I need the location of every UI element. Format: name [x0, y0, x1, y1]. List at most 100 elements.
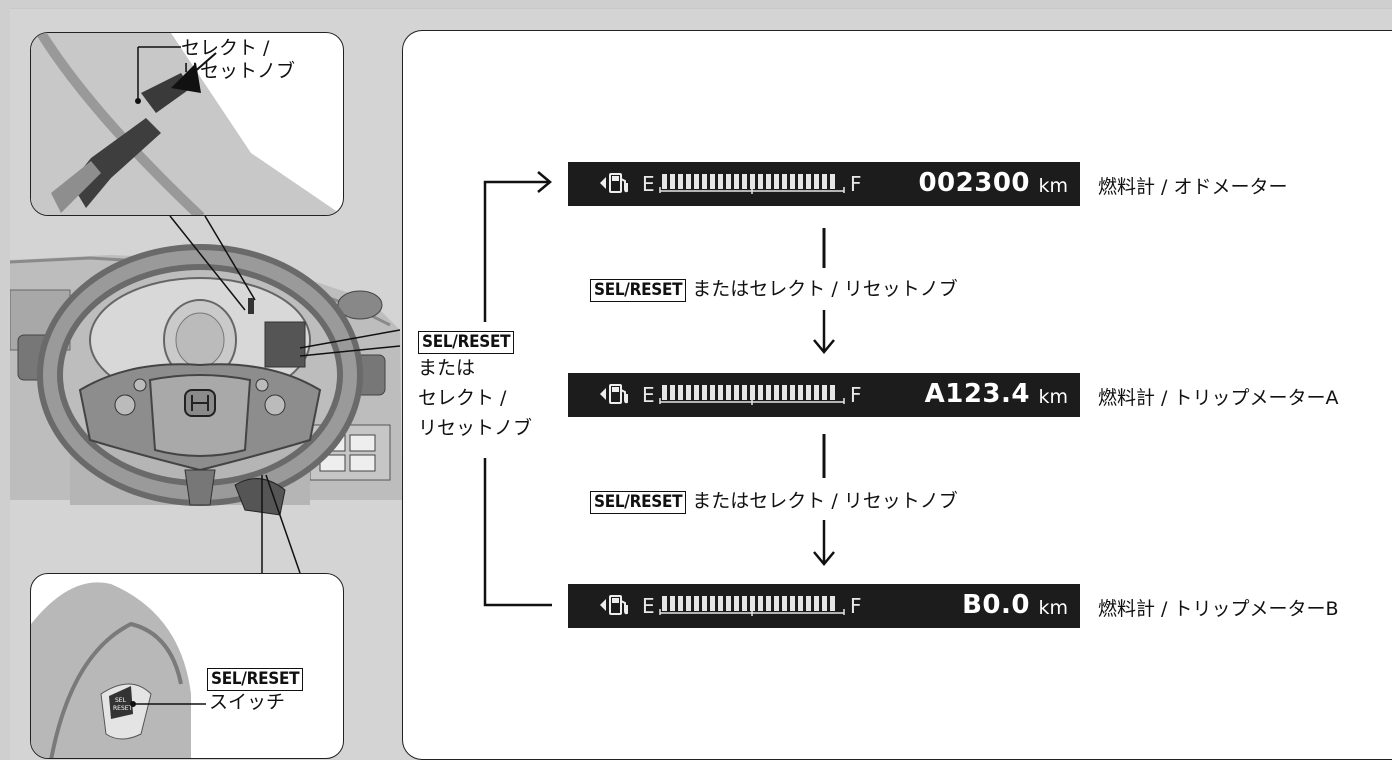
- center-callout-line2: または: [418, 357, 476, 379]
- fuel-gauge-segment: [694, 385, 699, 400]
- fuel-gauge-segment: [734, 596, 739, 611]
- center-callout-line4: リセットノブ: [418, 417, 533, 439]
- fuel-empty-label: E: [642, 383, 655, 407]
- fuel-gauge-segment: [718, 385, 723, 400]
- fuel-gauge-segment: [782, 596, 787, 611]
- unit-label: km: [1038, 597, 1068, 619]
- fuel-gauge-bars: [659, 596, 845, 616]
- fuel-gauge-segment: [710, 174, 715, 189]
- switch-label-line2: スイッチ: [209, 691, 286, 713]
- fuel-gauge-segment: [686, 174, 691, 189]
- fuel-gauge-segment: [806, 174, 811, 189]
- fuel-gauge-segment: [790, 385, 795, 400]
- fuel-gauge-segment: [710, 596, 715, 611]
- sel-reset-button-label: SEL/RESET: [207, 668, 304, 691]
- fuel-gauge-segment: [766, 596, 771, 611]
- fuel-gauge-segment: [726, 174, 731, 189]
- fuel-gauge-segment: [734, 385, 739, 400]
- fuel-gauge-segment: [822, 174, 827, 189]
- transition-label: SEL/RESET またはセレクト / リセットノブ: [590, 274, 958, 302]
- fuel-gauge-segment: [702, 174, 707, 189]
- sel-reset-button-label: SEL/RESET: [418, 331, 515, 354]
- fuel-gauge-segment: [774, 174, 779, 189]
- fuel-gauge-segment: [670, 596, 675, 611]
- transition-label: SEL/RESET またはセレクト / リセットノブ: [590, 486, 958, 514]
- switch-detail-inset: SEL RESET SEL/RESET スイッチ: [30, 573, 344, 759]
- fuel-gauge-segment: [678, 596, 683, 611]
- fuel-gauge-segment: [830, 596, 835, 611]
- fuel-gauge-segment: [734, 174, 739, 189]
- trip-a-value: A123.4: [924, 379, 1030, 409]
- fuel-gauge-segment: [702, 596, 707, 611]
- fuel-gauge-segment: [678, 385, 683, 400]
- fuel-gauge-segment: [798, 385, 803, 400]
- fuel-gauge-segment: [758, 596, 763, 611]
- transition-text: またはセレクト / リセットノブ: [692, 490, 958, 512]
- fuel-gauge-segment: [750, 174, 755, 189]
- trip-b-description: 燃料計 / トリップメーターB: [1098, 598, 1339, 620]
- fuel-gauge-segment: [694, 596, 699, 611]
- fuel-gauge-segment: [806, 385, 811, 400]
- svg-text:RESET: RESET: [113, 705, 133, 712]
- unit-label: km: [1038, 175, 1068, 197]
- fuel-gauge-segment: [702, 385, 707, 400]
- fuel-gauge-segment: [750, 596, 755, 611]
- odometer-value: 002300: [918, 168, 1030, 198]
- fuel-gauge-segment: [798, 596, 803, 611]
- fuel-gauge-segment: [782, 174, 787, 189]
- fuel-gauge-segment: [830, 385, 835, 400]
- fuel-gauge-baseline: [659, 609, 845, 616]
- fuel-empty-label: E: [642, 594, 655, 618]
- knob-label-line1: セレクト /: [181, 37, 270, 59]
- unit-label: km: [1038, 386, 1068, 408]
- fuel-gauge-bars: [659, 385, 845, 405]
- fuel-full-label: F: [850, 172, 862, 196]
- fuel-gauge-segment: [814, 174, 819, 189]
- sel-reset-button-label: SEL/RESET: [590, 279, 687, 302]
- fuel-gauge-segment: [822, 385, 827, 400]
- fuel-gauge-segment: [742, 596, 747, 611]
- fuel-gauge-segment: [710, 385, 715, 400]
- fuel-gauge-segment: [686, 385, 691, 400]
- sel-reset-button-label: SEL/RESET: [590, 491, 687, 514]
- fuel-gauge-bars: [659, 174, 845, 194]
- switch-label-line1: SEL/RESET: [207, 667, 304, 691]
- fuel-gauge-segment: [774, 596, 779, 611]
- fuel-gauge-segment: [790, 174, 795, 189]
- fuel-gauge-segment: [662, 596, 667, 611]
- fuel-gauge-segment: [830, 174, 835, 189]
- knob-label-line2: リセットノブ: [181, 60, 296, 82]
- fuel-gauge-segment: [718, 174, 723, 189]
- fuel-gauge-baseline: [659, 398, 845, 405]
- fuel-gauge-segment: [726, 596, 731, 611]
- fuel-gauge-segment: [814, 385, 819, 400]
- center-callout-button: SEL/RESET: [418, 330, 515, 354]
- knob-detail-inset: セレクト / リセットノブ: [30, 32, 344, 216]
- odometer-display: E F 002300 km: [568, 162, 1080, 206]
- fuel-gauge-segment: [662, 174, 667, 189]
- fuel-gauge-segment: [750, 385, 755, 400]
- trip-a-display: E F A123.4 km: [568, 373, 1080, 417]
- steering-wheel-illustration: [10, 244, 402, 516]
- fuel-gauge-segment: [822, 596, 827, 611]
- fuel-pump-icon: [600, 173, 628, 193]
- fuel-gauge-segment: [790, 596, 795, 611]
- transition-text: またはセレクト / リセットノブ: [692, 278, 958, 300]
- knob-illustration: [31, 33, 343, 215]
- fuel-gauge-segment: [662, 385, 667, 400]
- fuel-gauge-segment: [718, 596, 723, 611]
- fuel-gauge-segment: [670, 174, 675, 189]
- switch-illustration: SEL RESET: [31, 582, 206, 758]
- fuel-gauge-segment: [798, 174, 803, 189]
- fuel-full-label: F: [850, 383, 862, 407]
- fuel-pump-icon: [600, 384, 628, 404]
- fuel-gauge-segment: [758, 385, 763, 400]
- fuel-gauge-segment: [814, 596, 819, 611]
- fuel-gauge-baseline: [659, 187, 845, 194]
- fuel-gauge-segment: [766, 385, 771, 400]
- center-callout-line3: セレクト /: [418, 387, 507, 409]
- fuel-full-label: F: [850, 594, 862, 618]
- fuel-gauge-segment: [782, 385, 787, 400]
